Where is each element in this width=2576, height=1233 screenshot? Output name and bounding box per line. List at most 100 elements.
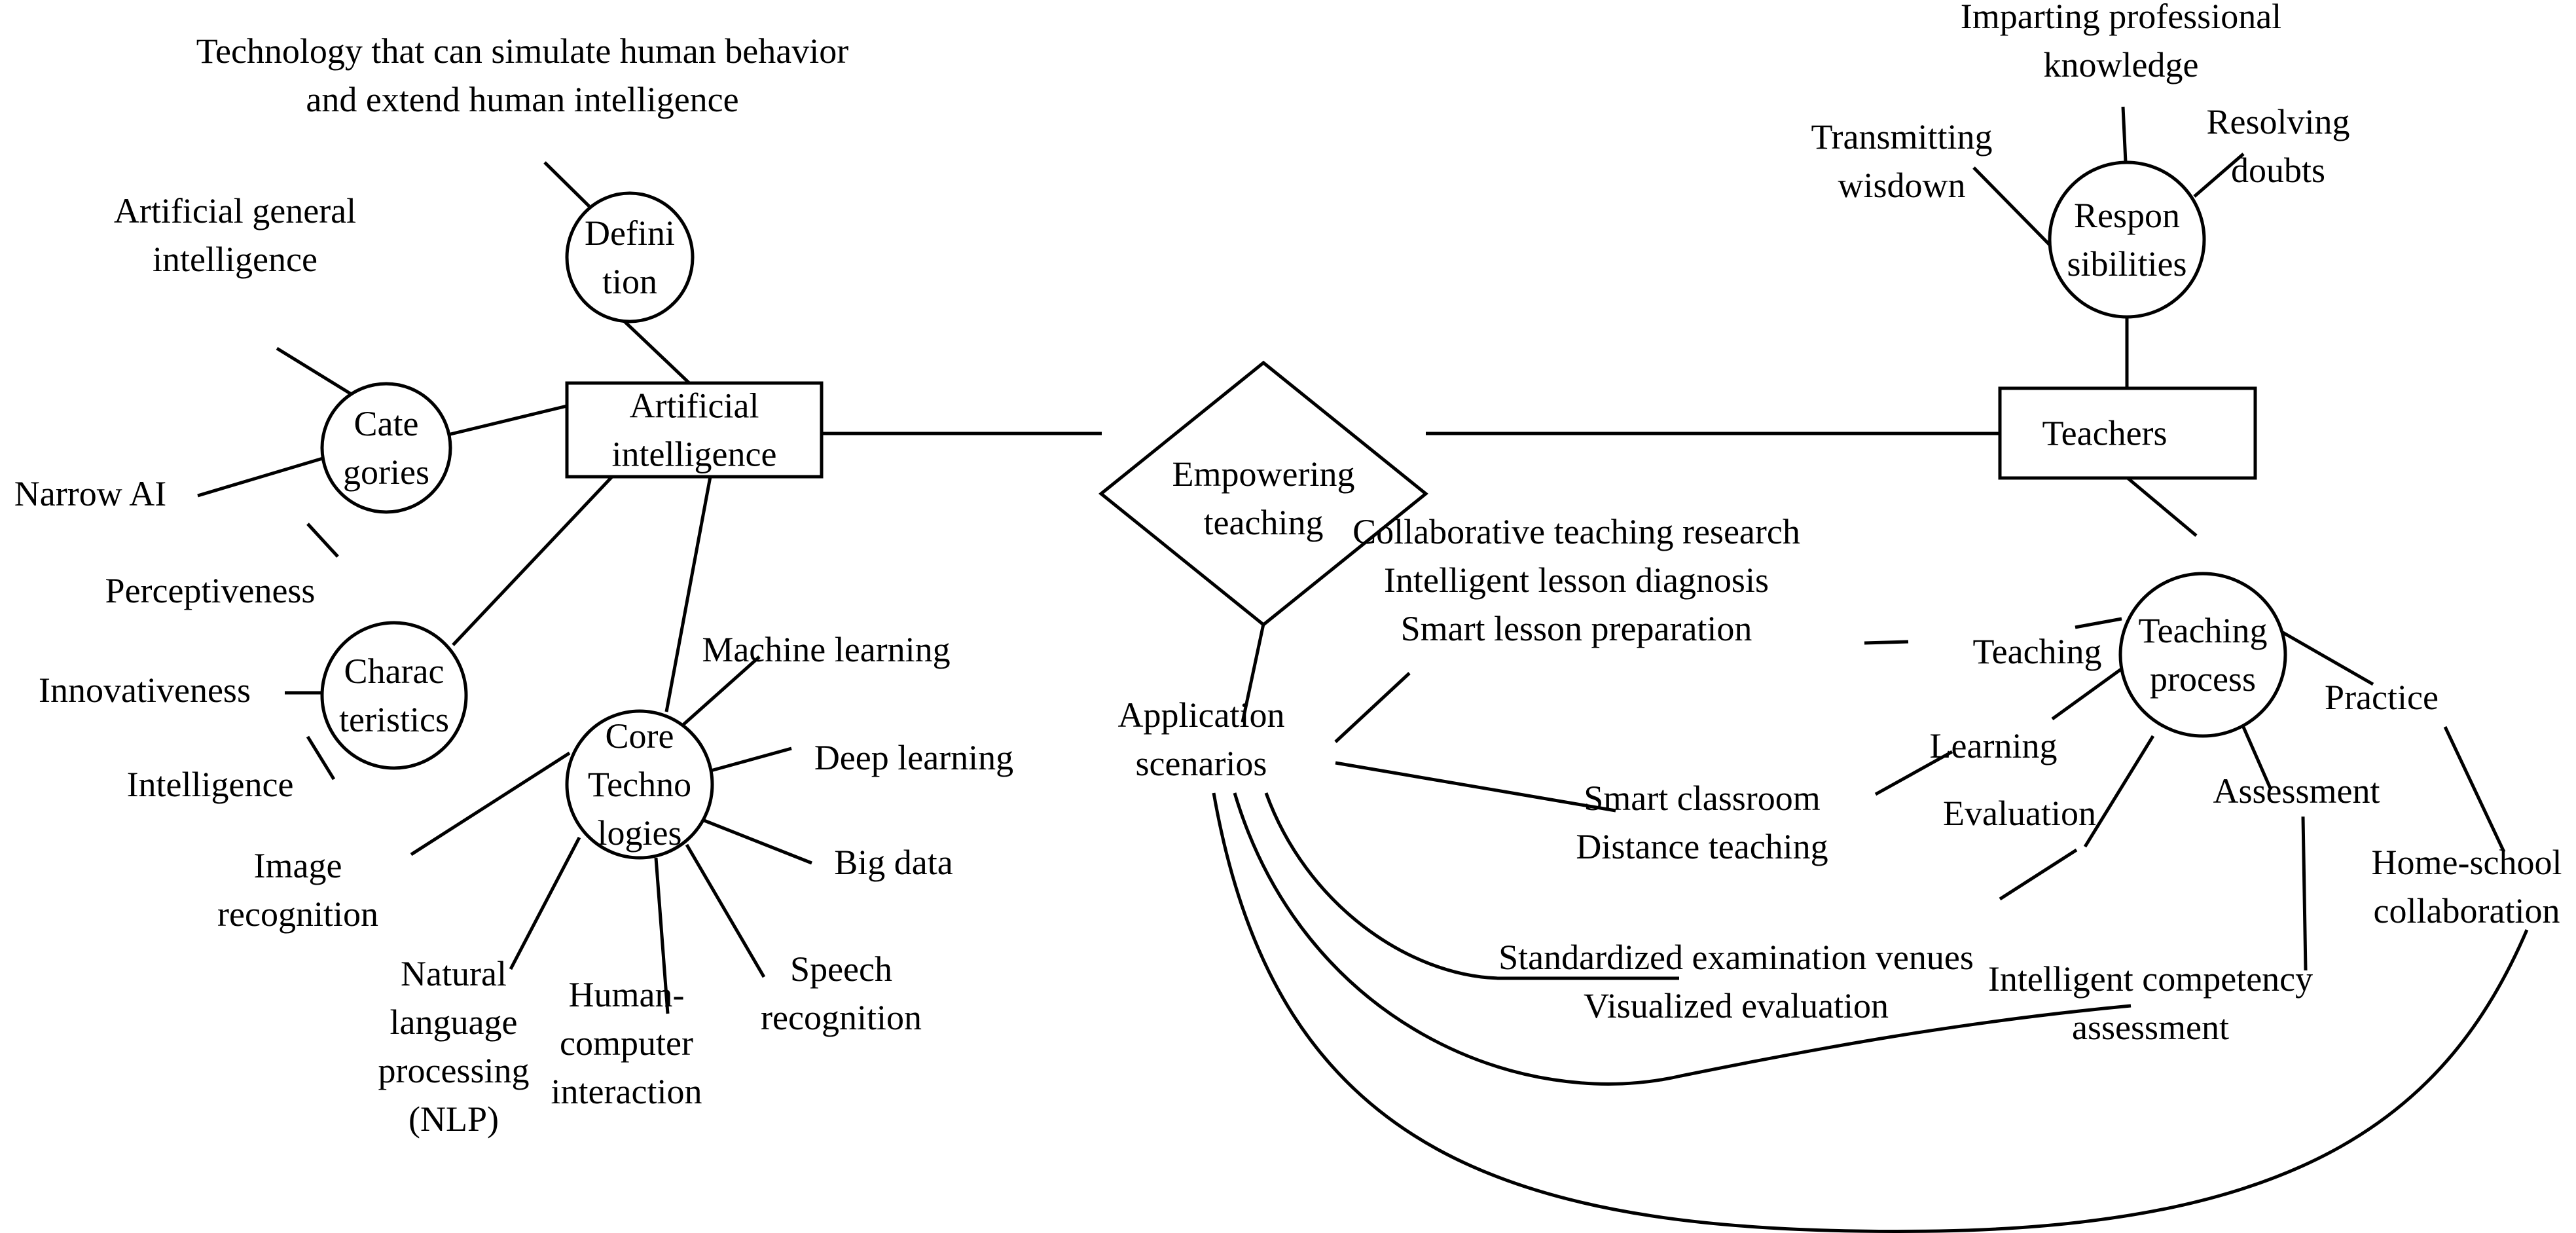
connector-line: [2083, 735, 2155, 848]
perceptiveness-label: Perceptiveness: [105, 571, 316, 610]
curve-to-home-school: [1212, 792, 2529, 1233]
connector-line: [680, 655, 761, 728]
categories-node[interactable]: [320, 382, 452, 514]
connector-line: [698, 817, 812, 865]
empowering-teaching-diamond[interactable]: [1098, 360, 1428, 627]
teachers-label: Teachers: [2042, 414, 2167, 453]
teaching-process-label: Teaching: [2138, 611, 2267, 650]
connector-line: [509, 836, 581, 970]
connector-line: [654, 857, 670, 1014]
characteristics-node[interactable]: [320, 621, 468, 770]
imparting-label: knowledge: [2044, 45, 2199, 84]
definition-label: tion: [602, 262, 657, 301]
labels-layer: Empowering teaching Artificial intelligence…: [14, 0, 2562, 1139]
lesson-group-label: Smart lesson preparation: [1401, 609, 1752, 648]
core-tech-label: Core: [606, 716, 674, 756]
connector-line: [1334, 672, 1411, 743]
connector-line: [2301, 816, 2308, 971]
connector-line: [2193, 153, 2245, 198]
connector-line: [2443, 726, 2506, 853]
tp-evaluation-label: Evaluation: [1943, 794, 2096, 833]
tp-practice-label: Practice: [2325, 678, 2439, 717]
nlp-label: Natural: [401, 954, 507, 993]
empowering-teaching-label: Empowering: [1172, 454, 1355, 494]
teaching-process-label: process: [2150, 659, 2256, 699]
resolving-label: Resolving: [2206, 102, 2349, 141]
characteristics-label: teristics: [339, 700, 449, 739]
responsibilities-node[interactable]: [2048, 160, 2206, 319]
connector-line: [2075, 617, 2122, 629]
ai-label: Artificial: [630, 386, 759, 426]
connector-line: [543, 161, 590, 208]
connector-line: [2121, 106, 2128, 163]
competency-label: Intelligent competency: [1988, 959, 2313, 999]
teaching-process-node[interactable]: [2118, 572, 2287, 738]
connector-line: [410, 751, 571, 856]
nlp-label: (NLP): [408, 1099, 499, 1139]
application-scenarios-label: Application: [1118, 695, 1285, 735]
exam-group-label: Visualized evaluation: [1584, 986, 1889, 1025]
image-recognition-label: recognition: [217, 894, 378, 934]
hci-label: interaction: [551, 1072, 702, 1111]
ai-box[interactable]: [565, 381, 824, 479]
intelligence-label: Intelligence: [127, 765, 294, 804]
def-text-label: Technology that can simulate human behav…: [196, 31, 848, 71]
exam-group-label: Standardized examination venues: [1498, 938, 1974, 977]
speech-recognition-label: Speech: [790, 949, 892, 989]
responsibilities-label: sibilities: [2067, 244, 2186, 284]
lesson-group-label: Collaborative teaching research: [1352, 512, 1800, 551]
curve-to-exam-group: [1264, 792, 1679, 980]
definition-label: Defini: [585, 213, 675, 253]
shapes-layer: [320, 160, 2287, 860]
core-tech-label: Techno: [588, 765, 691, 804]
ai-label: intelligence: [612, 435, 777, 474]
hci-label: Human-: [569, 975, 685, 1014]
classroom-group-label: Distance teaching: [1576, 827, 1828, 866]
agi-label: intelligence: [153, 240, 317, 279]
connector-line: [623, 320, 691, 384]
core-tech-node[interactable]: [565, 709, 714, 860]
empowering-teaching-label: teaching: [1204, 503, 1324, 542]
connector-line: [685, 843, 766, 978]
narrow-ai-label: Narrow AI: [14, 474, 166, 513]
connector-line: [1874, 750, 1953, 796]
connector-line: [1999, 848, 2078, 901]
hci-label: computer: [560, 1023, 693, 1063]
nlp-label: language: [390, 1003, 518, 1042]
innovativeness-label: Innovativeness: [39, 671, 251, 710]
tp-assessment-label: Assessment: [2213, 771, 2380, 811]
definition-node[interactable]: [565, 191, 695, 323]
edges-layer: [197, 106, 2529, 1233]
def-text-label: and extend human intelligence: [306, 80, 738, 119]
categories-label: Cate: [354, 404, 419, 443]
connector-line: [306, 523, 339, 558]
nlp-label: processing: [378, 1051, 530, 1090]
responsibilities-label: Respon: [2074, 196, 2180, 235]
connector-line: [1972, 166, 2052, 248]
home-school-label: collaboration: [2374, 891, 2560, 930]
connector-line: [197, 456, 323, 498]
home-school-label: Home-school: [2372, 843, 2562, 882]
connector-line: [664, 476, 712, 712]
connector-line: [708, 746, 792, 773]
speech-recognition-label: recognition: [761, 998, 922, 1037]
imparting-label: Imparting professional: [1961, 0, 2281, 36]
agi-label: Artificial general: [114, 191, 356, 230]
connector-line: [2238, 718, 2273, 791]
characteristics-label: Charac: [344, 652, 444, 691]
tp-teaching-label: Teaching: [1972, 632, 2101, 671]
machine-learning-label: Machine learning: [702, 630, 950, 669]
big-data-label: Big data: [834, 843, 952, 882]
core-tech-label: logies: [598, 813, 682, 853]
tp-learning-label: Learning: [1930, 726, 2058, 765]
connector-line: [1335, 761, 1616, 813]
categories-label: gories: [343, 452, 429, 492]
competency-label: assessment: [2072, 1008, 2229, 1047]
connector-line: [452, 475, 613, 646]
lesson-group-label: Intelligent lesson diagnosis: [1384, 561, 1769, 600]
teachers-box[interactable]: [1998, 386, 2257, 480]
deep-learning-label: Deep learning: [814, 738, 1013, 777]
image-recognition-label: Image: [254, 846, 342, 885]
connector-line: [1241, 623, 1265, 723]
